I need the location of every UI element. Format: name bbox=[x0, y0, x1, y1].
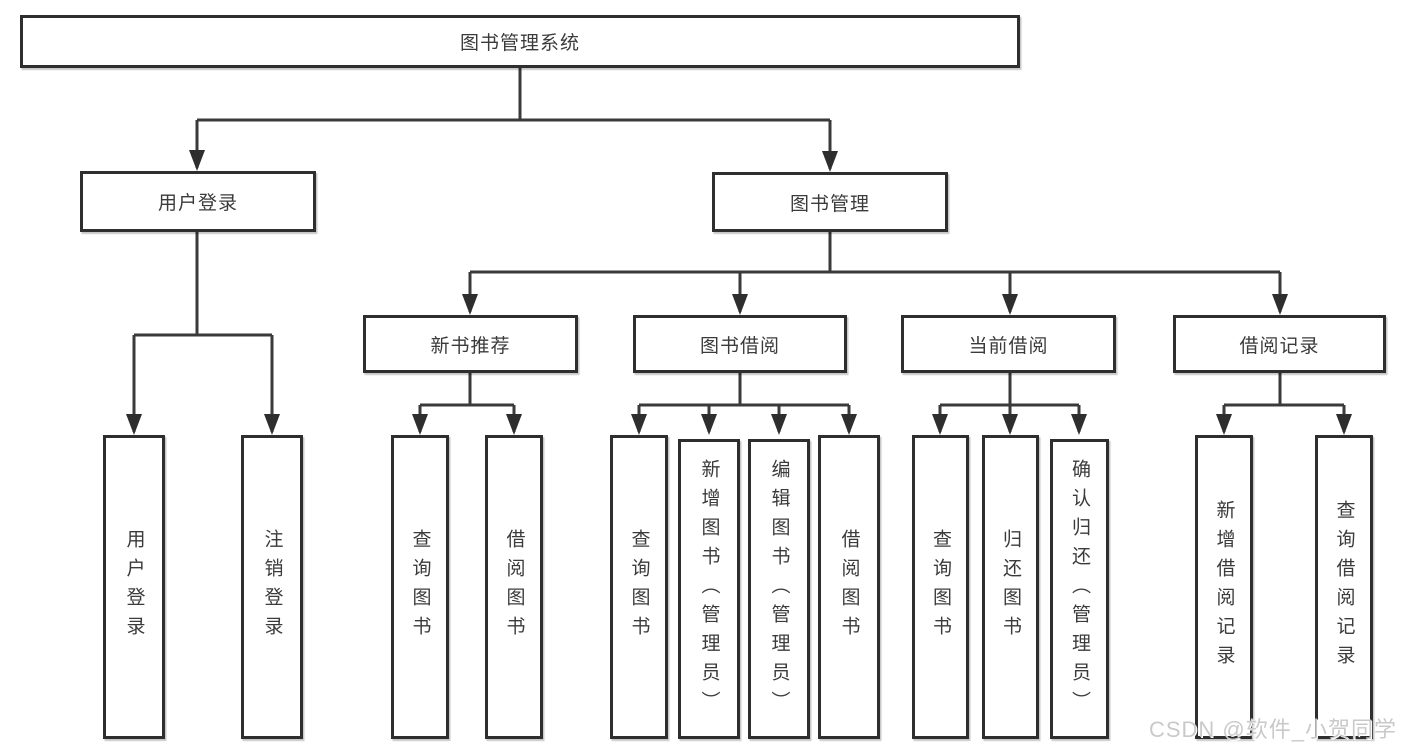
leaf-label: 新增借阅记录 bbox=[1213, 500, 1235, 674]
leaf-logout: 注销登录 bbox=[241, 435, 303, 739]
leaf-label: 新增图书（管理员） bbox=[698, 458, 720, 720]
node-user-login: 用户登录 bbox=[80, 171, 316, 232]
node-book-borrow: 图书借阅 bbox=[633, 315, 847, 373]
leaf-borrow-book-newbook: 借阅图书 bbox=[485, 435, 543, 739]
leaf-query-book-newbook: 查询图书 bbox=[391, 435, 449, 739]
csdn-watermark: CSDN @软件_小贺同学 bbox=[1148, 717, 1397, 742]
leaf-label: 注销登录 bbox=[261, 529, 283, 645]
node-current-borrow: 当前借阅 bbox=[901, 315, 1116, 373]
leaf-label: 借阅图书 bbox=[503, 529, 525, 645]
node-borrow-record: 借阅记录 bbox=[1173, 315, 1386, 373]
leaf-label: 查询图书 bbox=[409, 529, 431, 645]
node-new-book-recommend: 新书推荐 bbox=[363, 315, 578, 373]
leaf-add-borrow-record: 新增借阅记录 bbox=[1195, 435, 1253, 739]
leaf-label: 借阅图书 bbox=[838, 529, 860, 645]
leaf-label: 确认归还（管理员） bbox=[1069, 458, 1090, 720]
leaf-label: 编辑图书（管理员） bbox=[768, 458, 790, 720]
leaf-confirm-return-admin: 确认归还（管理员） bbox=[1050, 439, 1109, 739]
node-root: 图书管理系统 bbox=[20, 15, 1020, 68]
node-book-management: 图书管理 bbox=[712, 172, 948, 232]
leaf-query-borrow-record: 查询借阅记录 bbox=[1315, 435, 1373, 739]
leaf-add-book-admin: 新增图书（管理员） bbox=[678, 439, 740, 739]
leaf-label: 查询借阅记录 bbox=[1333, 500, 1355, 674]
leaf-label: 查询图书 bbox=[930, 529, 951, 645]
leaf-user-login: 用户登录 bbox=[103, 435, 165, 739]
leaf-edit-book-admin: 编辑图书（管理员） bbox=[748, 439, 810, 739]
leaf-label: 查询图书 bbox=[628, 529, 650, 645]
leaf-query-book-borrowmod: 查询图书 bbox=[610, 435, 668, 739]
leaf-label: 用户登录 bbox=[123, 529, 145, 645]
leaf-borrow-book-borrowmod: 借阅图书 bbox=[818, 435, 880, 739]
leaf-query-book-current: 查询图书 bbox=[912, 435, 969, 739]
leaf-label: 归还图书 bbox=[1000, 529, 1021, 645]
leaf-return-book: 归还图书 bbox=[982, 435, 1039, 739]
